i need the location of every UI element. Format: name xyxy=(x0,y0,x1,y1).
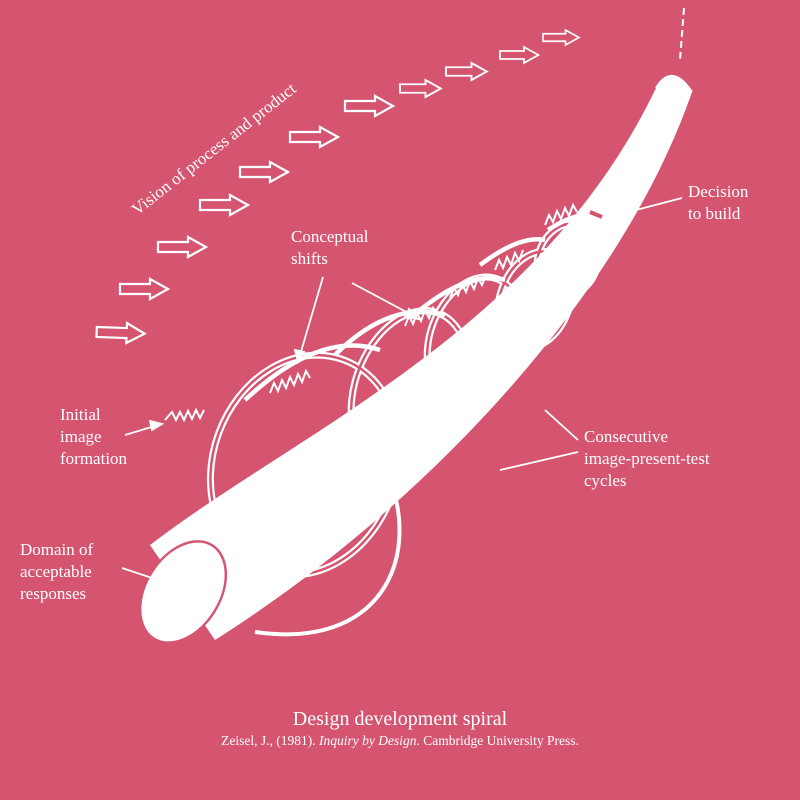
label-line: Initial xyxy=(60,405,101,424)
citation-book-title: Inquiry by Design xyxy=(319,733,417,748)
dashed-continuation xyxy=(679,7,685,61)
arrow-icon xyxy=(238,160,290,184)
label-line: acceptable xyxy=(20,562,92,581)
label-line: Conceptual xyxy=(291,227,369,246)
arrow-icon xyxy=(499,46,540,64)
arrow-icon xyxy=(118,277,170,301)
label-line: cycles xyxy=(584,471,627,490)
conceptual-shift-zigzags xyxy=(164,202,578,423)
arrow-icon xyxy=(156,235,208,259)
label-line: formation xyxy=(60,449,128,468)
arrow-icon xyxy=(95,320,147,345)
label-line: image-present-test xyxy=(584,449,710,468)
label-line: to build xyxy=(688,204,741,223)
arrow-icon xyxy=(288,125,340,149)
domain-tube xyxy=(150,75,692,640)
label-line: responses xyxy=(20,584,87,603)
arrow-icon xyxy=(399,79,442,98)
citation-publisher: . Cambridge University Press. xyxy=(416,733,579,748)
arrow-icon xyxy=(198,193,250,217)
decision-to-build-label: Decision to build xyxy=(688,181,748,225)
figure-title: Design development spiral xyxy=(292,708,508,730)
conceptual-shifts-label: Conceptual shifts xyxy=(291,226,368,270)
leader-lines xyxy=(121,197,683,584)
domain-label: Domain of acceptable responses xyxy=(20,539,93,605)
arrow-icon xyxy=(445,62,488,81)
label-line: Consecutive xyxy=(584,427,669,446)
label-line: image xyxy=(60,427,102,446)
arrow-icon xyxy=(343,94,395,118)
consecutive-cycles-label: Consecutive image-present-test cycles xyxy=(584,426,710,492)
label-line: Domain of xyxy=(20,540,94,559)
citation: Zeisel, J., (1981). Inquiry by Design. C… xyxy=(0,733,800,749)
label-line: Decision xyxy=(688,182,749,201)
tube-end-cross-section xyxy=(138,540,228,644)
arrow-icon xyxy=(542,29,580,46)
label-line: shifts xyxy=(291,249,328,268)
citation-author: Zeisel, J., (1981). xyxy=(221,733,319,748)
initial-image-formation-label: Initial image formation xyxy=(60,404,127,470)
